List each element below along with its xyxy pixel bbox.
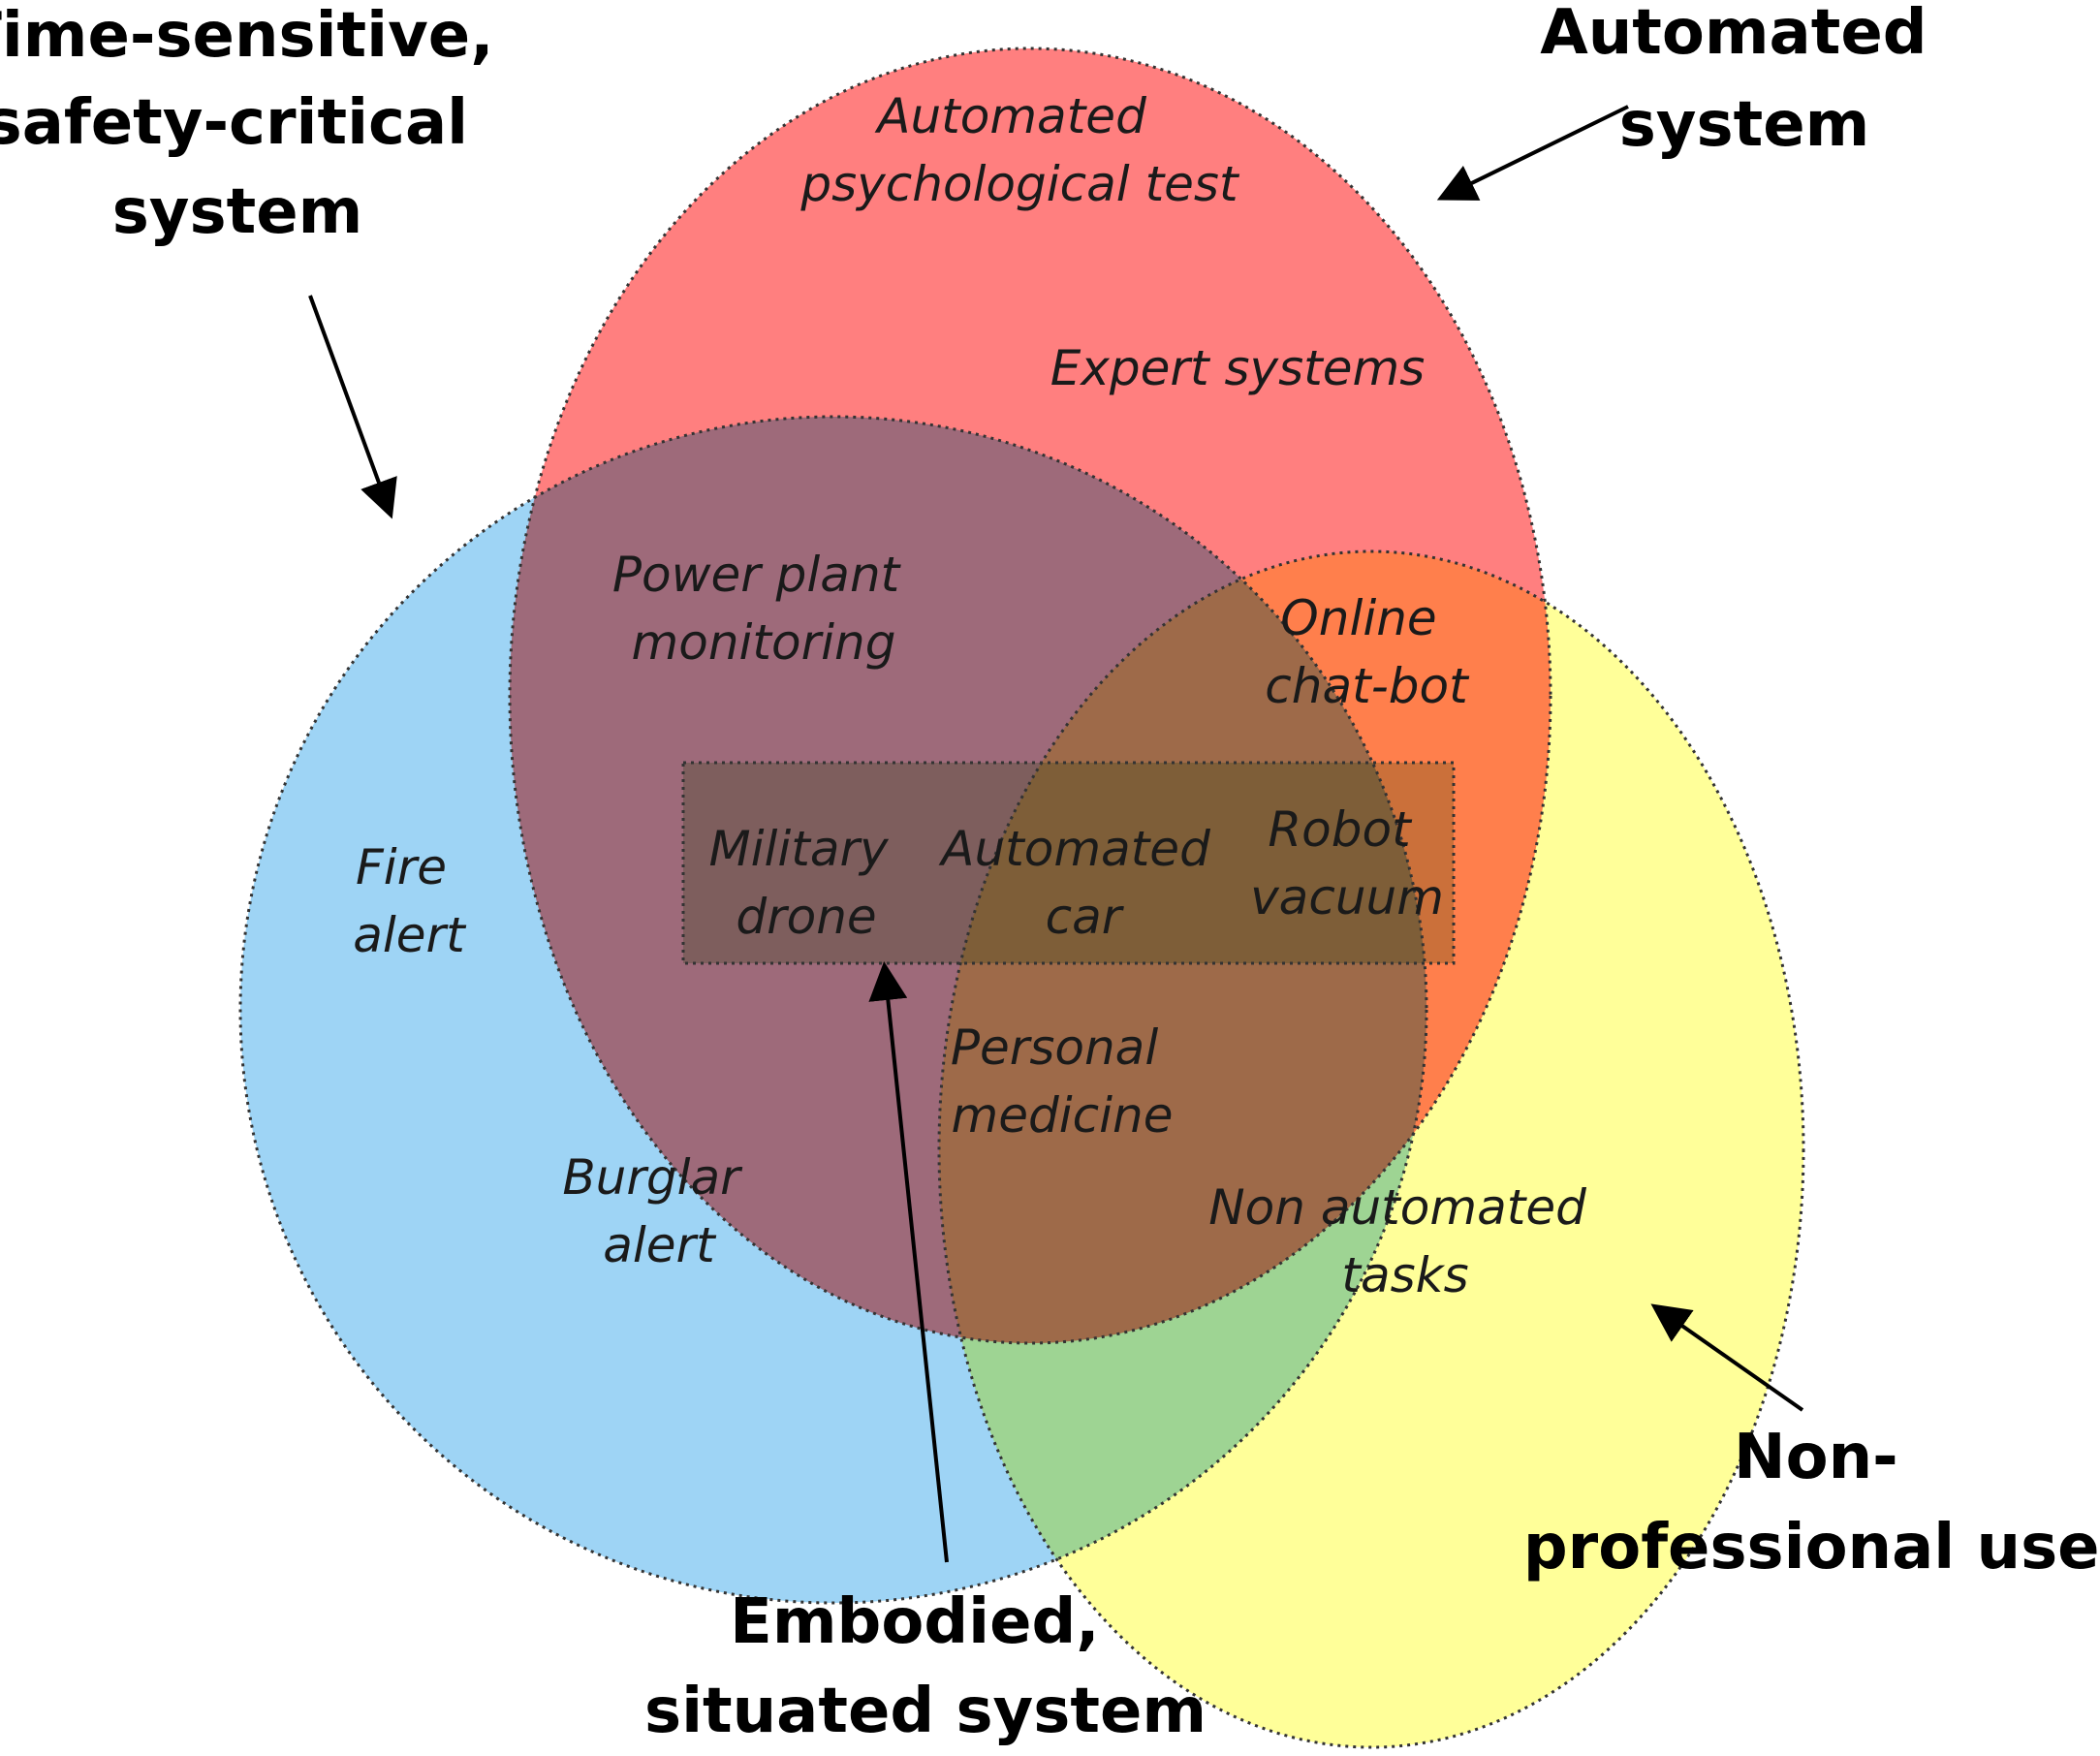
automated-car-line: car [1046,889,1125,945]
power-plant-line: monitoring [632,614,896,671]
personal-medicine-label: Personal medicine [951,1019,1174,1144]
online-chatbot-label: Online chat-bot [1265,590,1470,714]
automated-system-label: Automated system [1540,0,1949,161]
expert-systems-line: Expert systems [1050,340,1426,396]
online-chatbot-line: Online [1280,590,1436,646]
embodied-label-line: Embodied, [730,1586,1099,1658]
fire-alert-line: Fire [356,839,447,895]
power-plant-line: Power plant [612,547,902,603]
embodied-box-outline [681,761,1456,965]
automated-car-line: Automated [938,821,1210,877]
set-outlines [238,47,1805,1749]
time-sensitive-label: Time-sensitive, safety-critical system [0,0,516,248]
personal-medicine-line: Personal [951,1019,1158,1076]
military-drone-label: Military drone [708,821,903,945]
embodied-label: Embodied, situated system [644,1586,1207,1747]
psych-test-line: psychological test [799,156,1240,212]
non-professional-label-line: Non- [1734,1422,1898,1493]
psych-test-line: Automated [874,88,1146,144]
embodied-label-line: situated system [644,1676,1207,1747]
robot-vacuum-line: vacuum [1250,869,1444,925]
non-professional-label: Non- professional user [1523,1422,2100,1584]
robot-vacuum-label: Robot vacuum [1250,801,1444,925]
time-sensitive-label-line: safety-critical [0,87,468,159]
non-professional-arrow [1650,1303,1804,1412]
non-professional-label-line: professional user [1523,1512,2100,1584]
arrows [308,105,1804,1563]
military-drone-line: Military [708,821,890,877]
embodied-system-box [683,763,1454,963]
non-professional-set-outline [937,549,1805,1749]
automated-label-line: system [1619,89,1870,161]
burglar-alert-line: alert [603,1217,717,1273]
non-automated-label: Non automated tasks [1208,1179,1601,1303]
burglar-alert-label: Burglar alert [562,1149,755,1273]
burglar-alert-line: Burglar [562,1149,743,1206]
power-plant-label: Power plant monitoring [612,547,915,671]
automated-car-label: Automated car [938,821,1225,945]
personal-medicine-line: medicine [952,1087,1174,1144]
automated-label-line: Automated [1540,0,1927,69]
sets-group [240,48,1803,1747]
expert-systems-label: Expert systems [1050,340,1426,396]
time-sensitive-set-outline [238,415,1428,1605]
automated-arrow [1436,105,1629,201]
fire-alert-label: Fire alert [353,839,467,963]
time-sensitive-label-line: system [112,176,363,248]
fire-alert-line: alert [353,907,467,963]
military-drone-line: drone [736,889,876,945]
time-sensitive-arrow [308,295,397,519]
non-automated-line: Non automated [1208,1179,1586,1236]
automated-set-outline [508,47,1552,1345]
embodied-arrow [868,961,949,1563]
time-sensitive-label-line: Time-sensitive, [0,0,494,72]
non-automated-line: tasks [1341,1247,1468,1303]
psych-test-label: Automated psychological test [799,88,1240,212]
online-chatbot-line: chat-bot [1265,658,1470,714]
robot-vacuum-line: Robot [1268,801,1413,858]
